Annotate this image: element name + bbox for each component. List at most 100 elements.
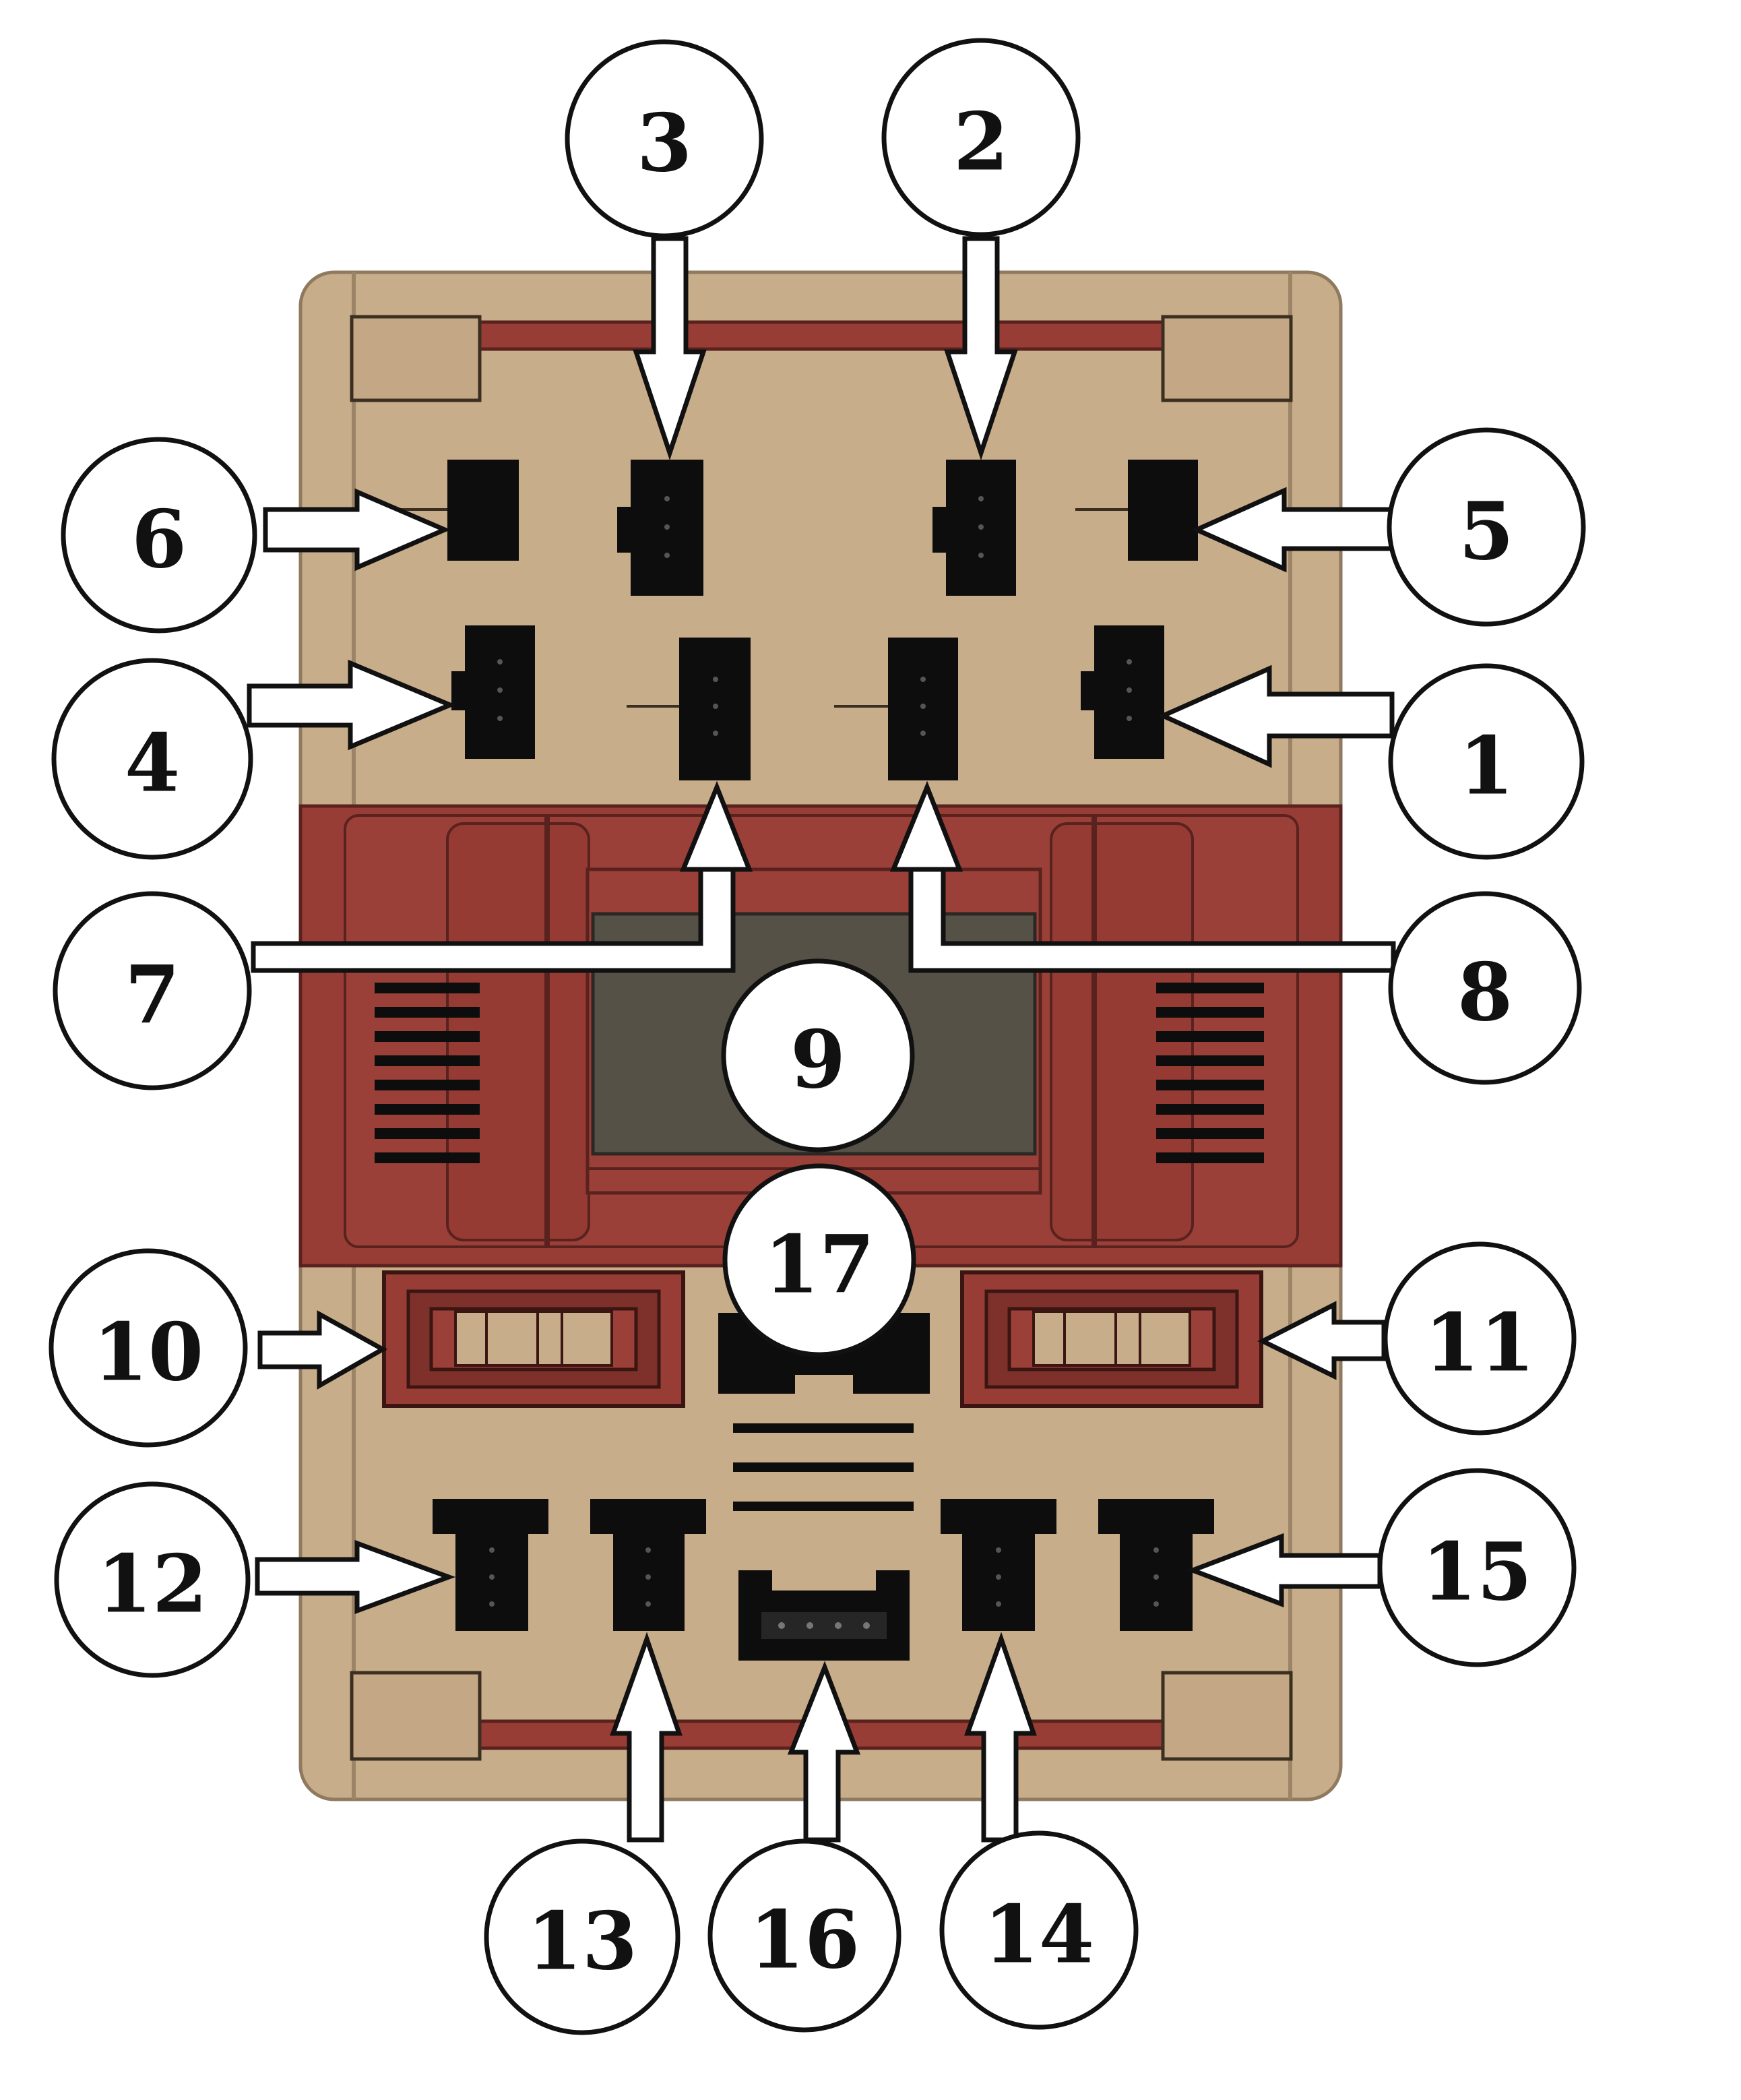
arrow-11 — [1257, 1301, 1387, 1380]
callout-label: 11 — [1424, 1296, 1535, 1390]
callout-label: 17 — [764, 1218, 875, 1311]
callout-label: 8 — [1457, 946, 1513, 1039]
callout-circle — [484, 1839, 680, 2035]
switch-10 — [382, 1270, 685, 1408]
separator-bar — [733, 1462, 914, 1472]
callout-circle — [1388, 663, 1585, 860]
top-red-strip — [478, 320, 1165, 351]
callout-15: 15 — [1377, 1468, 1577, 1667]
callout-label: 1 — [1459, 719, 1514, 813]
callout-circle — [54, 1481, 251, 1678]
vent-slot — [375, 1007, 480, 1018]
connector-5 — [1075, 460, 1198, 561]
connector-6 — [399, 460, 519, 561]
callout-9: 9 — [721, 958, 915, 1152]
arrow-5 — [1191, 487, 1395, 573]
top-right-clip — [1161, 315, 1293, 402]
arrow-15 — [1186, 1533, 1383, 1608]
vent-slot — [375, 1080, 480, 1090]
vent-slot — [375, 1128, 480, 1139]
top-left-clip — [350, 315, 482, 402]
arrow-7-head — [679, 780, 753, 872]
callout-circle — [1383, 1241, 1577, 1435]
callout-5: 5 — [1387, 427, 1586, 627]
callout-label: 7 — [125, 948, 180, 1042]
vent-slot — [375, 983, 480, 993]
connector-1 — [1081, 625, 1164, 759]
callout-label: 3 — [637, 96, 692, 190]
callout-label: 10 — [93, 1305, 203, 1399]
callout-4: 4 — [51, 658, 253, 860]
callout-label: 6 — [131, 493, 187, 586]
arrow-10 — [257, 1310, 388, 1390]
left-inner-rib — [544, 815, 550, 1247]
vent-slot — [1156, 1031, 1264, 1042]
switch-11 — [960, 1270, 1263, 1408]
callout-circle — [565, 39, 764, 239]
callout-14: 14 — [939, 1830, 1139, 2030]
callout-label: 5 — [1459, 485, 1514, 578]
vent-slot — [375, 1152, 480, 1163]
vent-slot — [375, 1031, 480, 1042]
callout-circle — [939, 1830, 1139, 2030]
callout-label: 9 — [790, 1013, 846, 1107]
bottom-left-clip — [350, 1671, 482, 1761]
vent-slot — [375, 1055, 480, 1066]
vent-slot — [1156, 1055, 1264, 1066]
vent-slot — [1156, 1104, 1264, 1115]
connector-16 — [738, 1570, 910, 1661]
connector-4 — [451, 625, 535, 759]
arrow-4 — [247, 659, 457, 751]
vent-slot — [1156, 1152, 1264, 1163]
callout-8: 8 — [1388, 891, 1582, 1085]
callout-10: 10 — [49, 1248, 248, 1448]
callout-label: 16 — [749, 1893, 860, 1987]
callout-circle — [881, 38, 1081, 237]
callout-11: 11 — [1383, 1241, 1577, 1435]
arrow-12 — [255, 1539, 456, 1615]
connector-2 — [932, 460, 1016, 596]
callout-circle — [51, 658, 253, 860]
connector-8 — [834, 638, 958, 780]
callout-circle — [1387, 427, 1586, 627]
callout-label: 12 — [97, 1537, 208, 1631]
arrow-3 — [633, 236, 707, 461]
connector-3 — [617, 460, 703, 596]
arrow-14 — [964, 1632, 1037, 1843]
connector-13 — [590, 1499, 706, 1631]
arrow-6 — [263, 488, 451, 572]
callout-3: 3 — [565, 39, 764, 239]
vent-slot — [375, 1104, 480, 1115]
callout-1: 1 — [1388, 663, 1585, 860]
connector-15 — [1098, 1499, 1214, 1631]
connector-14 — [941, 1499, 1056, 1631]
separator-bar — [733, 1502, 914, 1511]
arrow-16 — [787, 1661, 861, 1843]
callout-circle — [722, 1163, 916, 1357]
arrow-8-head — [889, 780, 963, 872]
callout-circle — [49, 1248, 248, 1448]
callout-label: 2 — [953, 95, 1009, 189]
bottom-right-clip — [1161, 1671, 1293, 1761]
vents-right — [1156, 983, 1264, 1163]
callout-label: 15 — [1422, 1525, 1532, 1619]
callout-17: 17 — [722, 1163, 916, 1357]
callout-circle — [707, 1839, 901, 2033]
callout-circle — [61, 437, 257, 634]
callout-6: 6 — [61, 437, 257, 634]
arrow-2 — [944, 236, 1018, 461]
arrow-13 — [610, 1632, 683, 1843]
callout-16: 16 — [707, 1839, 901, 2033]
vent-slot — [1156, 1080, 1264, 1090]
arrow-1 — [1157, 665, 1395, 768]
callout-13: 13 — [484, 1839, 680, 2035]
callout-circle — [1377, 1468, 1577, 1667]
callout-7: 7 — [53, 891, 252, 1090]
vent-slot — [1156, 1128, 1264, 1139]
separator-bar — [733, 1423, 914, 1433]
callout-circle — [1388, 891, 1582, 1085]
right-inner-rib — [1091, 815, 1097, 1247]
callout-label: 13 — [527, 1894, 637, 1988]
vent-slot — [1156, 1007, 1264, 1018]
